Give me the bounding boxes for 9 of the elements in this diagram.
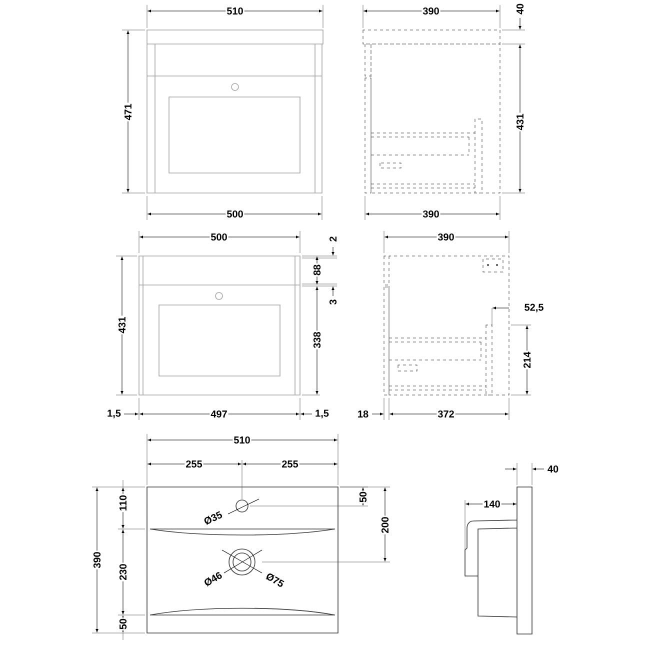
dimension-label: 1,5 [314,408,330,420]
dimension-label: 471 [124,102,132,122]
dimension-label: 1,5 [106,408,122,420]
dimension-label: 52,5 [523,302,545,314]
dimension-label: Ø75 [264,570,286,590]
dimension-label: 214 [522,350,532,370]
dimension-label: Ø46 [202,570,224,588]
dimension-label: Ø35 [202,509,224,527]
dimension-label: 2 [328,235,338,243]
